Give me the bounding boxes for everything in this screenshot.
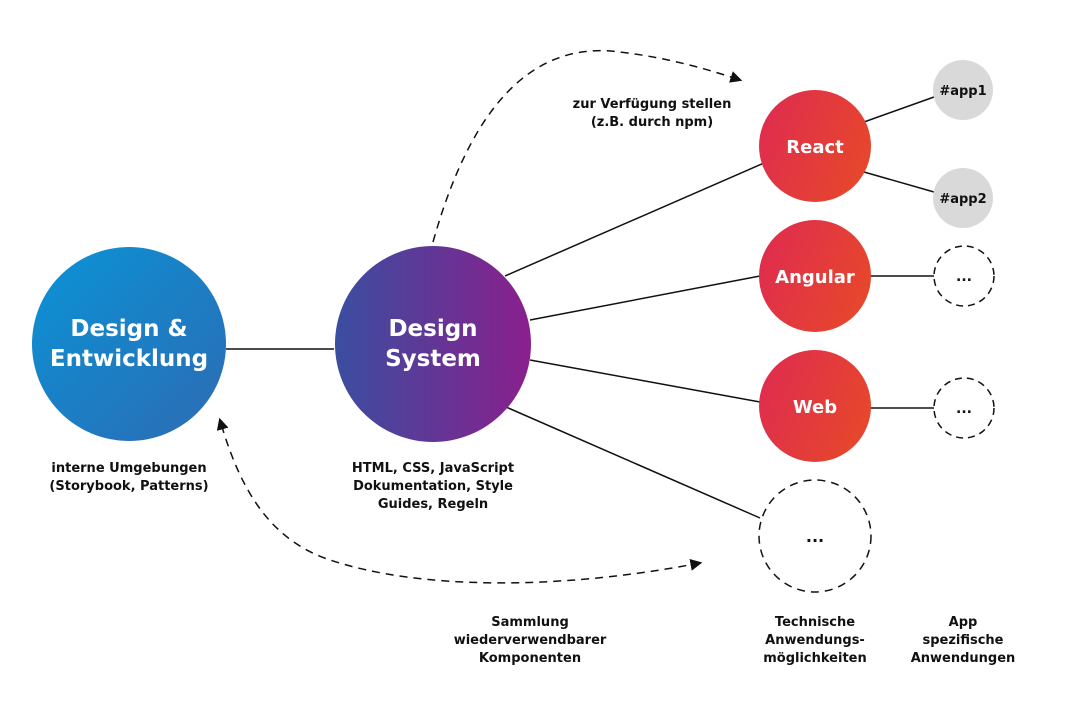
caption-app-spezifisch: App spezifische Anwendungen [911,615,1016,666]
node-design-system: Design System [335,246,531,442]
svg-text:...: ... [956,269,972,285]
node-web: Web [759,350,871,462]
caption-design-system-desc: HTML, CSS, JavaScript Dokumentation, Sty… [352,461,514,512]
caption-zur-verfuegung: zur Verfügung stellen (z.B. durch npm) [573,97,732,130]
connector-system-react [504,162,765,277]
svg-text:spezifische: spezifische [922,633,1003,648]
node-app-angular-more: ... [933,245,995,307]
svg-text:wiederverwendbarer: wiederverwendbarer [454,633,607,648]
svg-text:Dokumentation, Style: Dokumentation, Style [353,479,513,494]
node-design-entwicklung: Design & Entwicklung [32,247,226,441]
node-react: React [759,90,871,202]
svg-text:...: ... [956,401,972,417]
connector-system-tech-more [505,406,761,519]
caption-technische: Technische Anwendungs- möglichkeiten [763,615,867,666]
svg-text:Komponenten: Komponenten [479,651,581,666]
caption-sammlung: Sammlung wiederverwendbarer Komponenten [454,615,607,666]
svg-text:zur Verfügung stellen: zur Verfügung stellen [573,97,732,112]
node-app2: #app2 [933,168,993,228]
svg-text:#app1: #app1 [939,84,986,99]
svg-text:Technische: Technische [775,615,855,630]
arrow-zur-verfuegung [432,50,743,243]
svg-text:Design: Design [388,316,477,342]
svg-text:React: React [786,137,844,158]
svg-text:System: System [385,346,481,372]
svg-text:interne Umgebungen: interne Umgebungen [51,461,206,476]
node-angular: Angular [759,220,871,332]
svg-text:#app2: #app2 [939,192,986,207]
svg-text:Anwendungen: Anwendungen [911,651,1016,666]
arrow-sammlung [216,417,703,584]
svg-text:Anwendungs-: Anwendungs- [765,633,865,648]
svg-text:...: ... [806,527,824,546]
svg-text:Angular: Angular [775,267,855,288]
svg-text:möglichkeiten: möglichkeiten [763,651,867,666]
svg-text:Web: Web [793,397,837,418]
svg-text:(Storybook, Patterns): (Storybook, Patterns) [49,479,208,494]
connector-react-app1 [863,96,935,123]
connector-react-app2 [863,171,935,193]
svg-text:Guides, Regeln: Guides, Regeln [378,497,488,512]
caption-interne-umgebungen: interne Umgebungen (Storybook, Patterns) [49,461,208,494]
node-app-web-more: ... [933,377,995,439]
svg-text:(z.B. durch npm): (z.B. durch npm) [591,115,713,130]
svg-text:HTML, CSS, JavaScript: HTML, CSS, JavaScript [352,461,514,476]
connector-system-angular [529,275,761,321]
svg-text:Sammlung: Sammlung [491,615,569,630]
svg-text:App: App [949,615,978,630]
node-tech-more: ... [758,479,872,593]
connector-system-web [529,359,761,403]
svg-text:Design &: Design & [70,316,187,342]
svg-text:Entwicklung: Entwicklung [50,346,208,372]
node-app1: #app1 [933,60,993,120]
